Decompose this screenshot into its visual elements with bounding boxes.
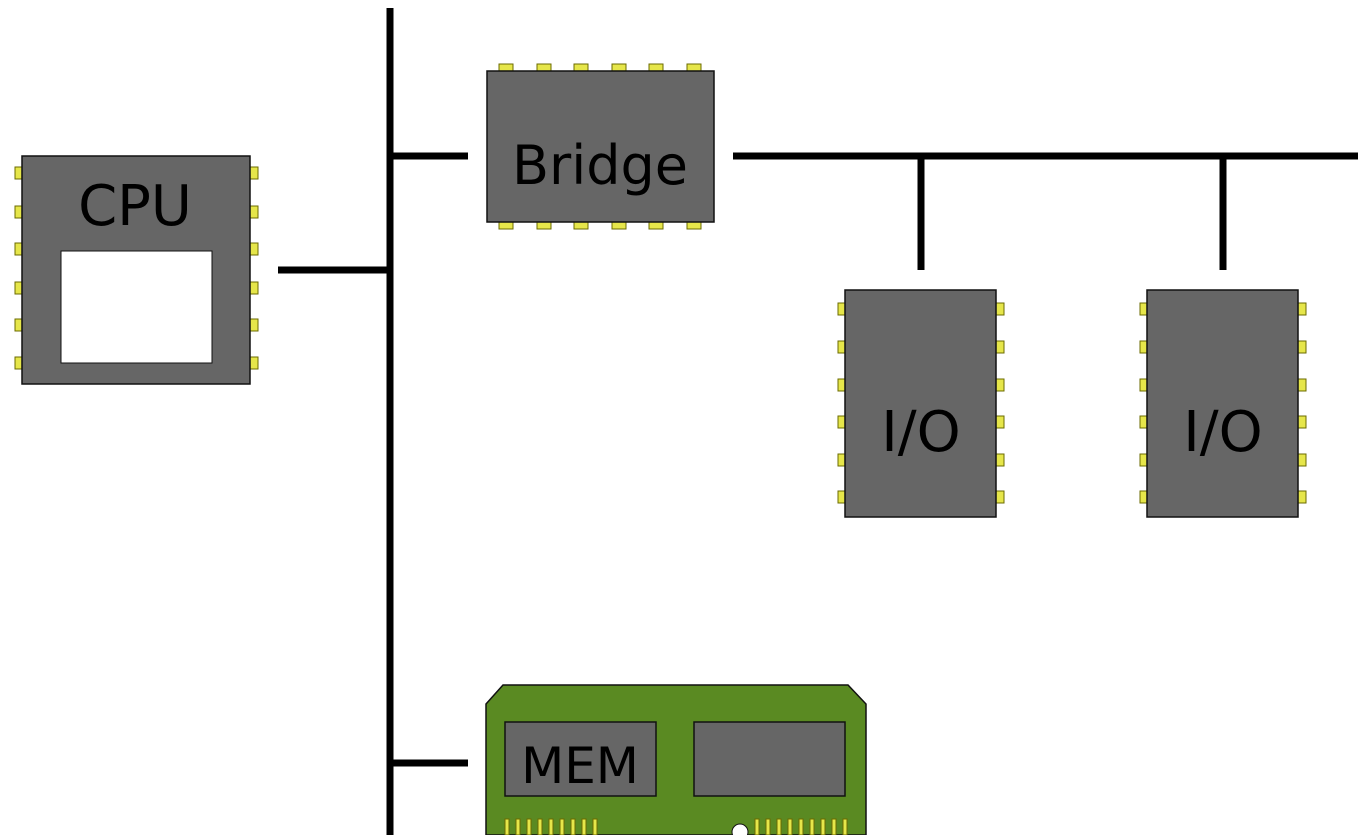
memory-chip-right xyxy=(693,721,846,797)
bridge-label: Bridge xyxy=(512,134,688,197)
bridge-body xyxy=(486,70,715,223)
bus-wires xyxy=(278,8,1358,835)
io-right-label: I/O xyxy=(1183,400,1262,465)
io-left-label: I/O xyxy=(881,400,960,465)
io-chip-left: I/O xyxy=(837,289,1005,518)
memory-contacts-left xyxy=(504,818,598,835)
cpu-label: CPU xyxy=(78,174,192,239)
cpu-pins-right xyxy=(249,166,259,370)
io-right-pins-right xyxy=(1297,302,1307,504)
io-left-body xyxy=(844,289,997,518)
memory-module: MEM xyxy=(485,684,867,835)
io-left-pins-left xyxy=(837,302,847,504)
memory-label: MEM xyxy=(521,737,639,795)
cpu-chip: CPU xyxy=(14,155,259,385)
bridge-chip: Bridge xyxy=(486,63,715,230)
io-chip-right: I/O xyxy=(1139,289,1307,518)
cpu-die-window xyxy=(60,250,213,364)
memory-contacts-right xyxy=(754,818,848,835)
bridge-pins-bottom xyxy=(498,221,702,230)
bridge-pins-top xyxy=(498,63,702,72)
io-left-pins-right xyxy=(995,302,1005,504)
memory-chip-left xyxy=(504,721,657,797)
memory-notch xyxy=(731,823,749,835)
io-right-body xyxy=(1146,289,1299,518)
